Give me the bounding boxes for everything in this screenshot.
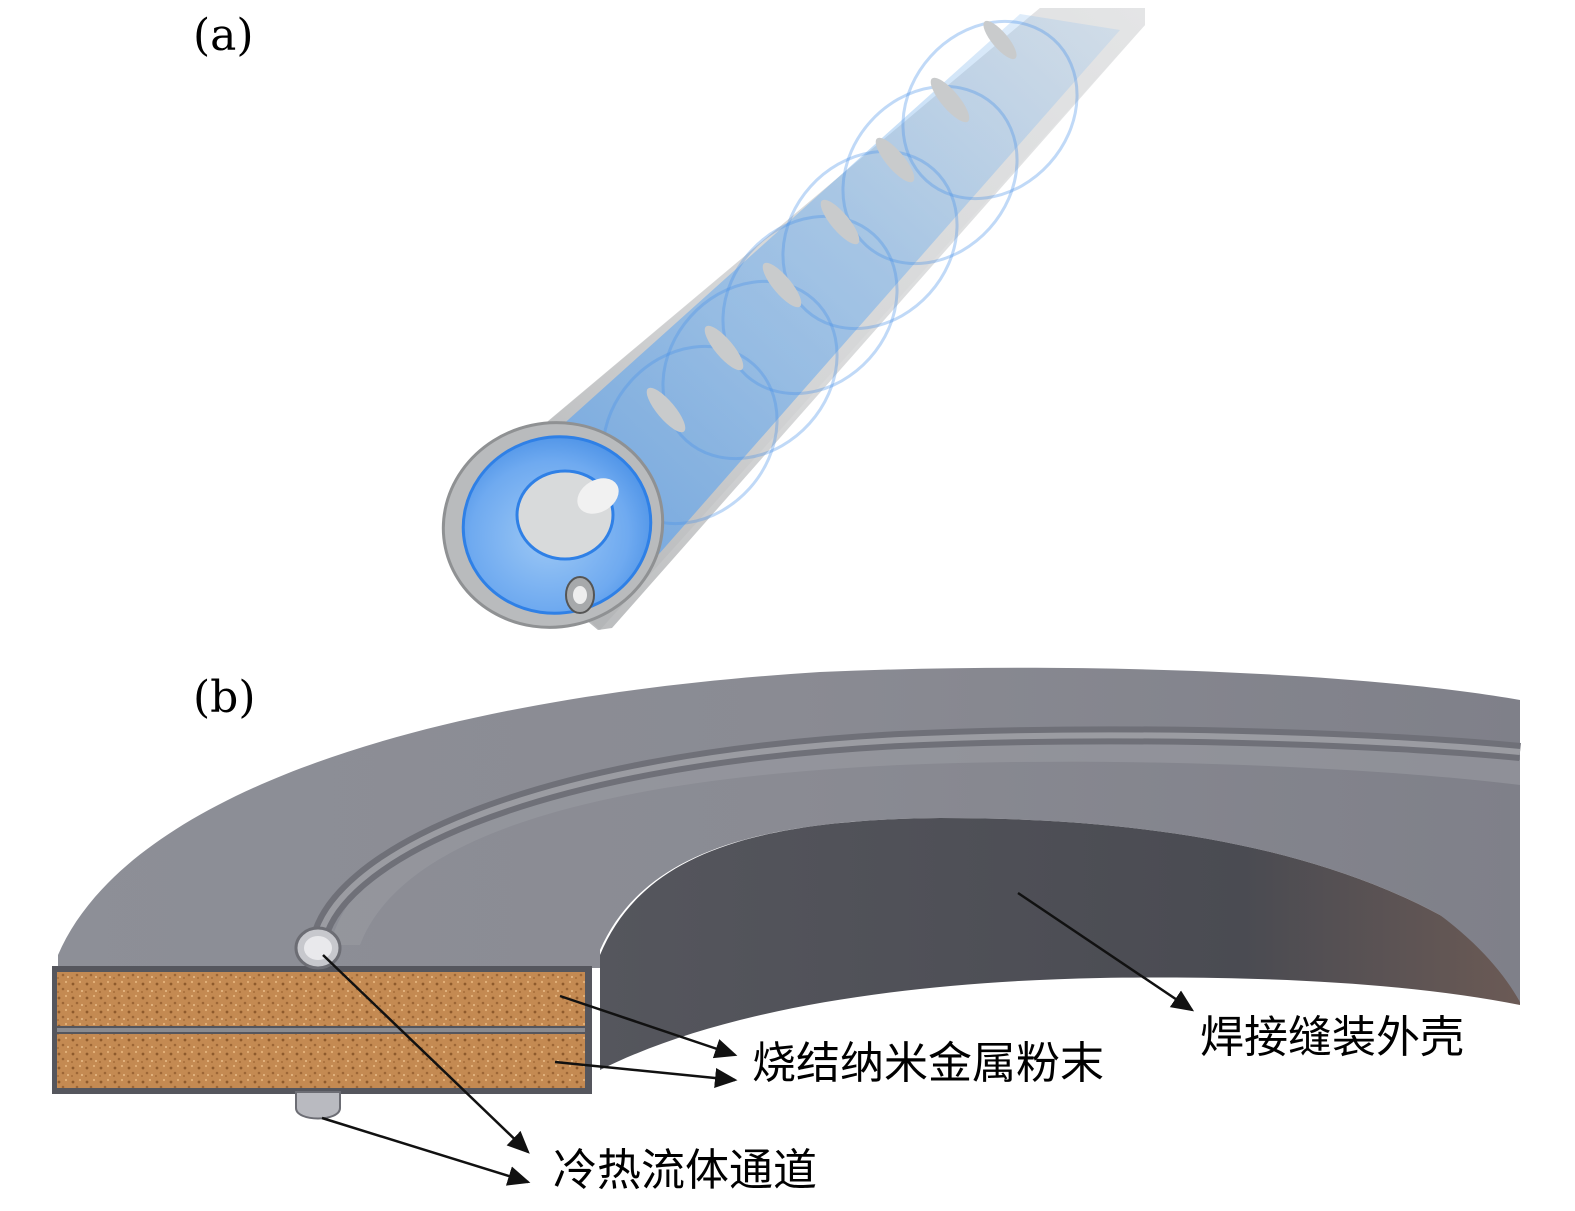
sintered-layer-top [57,972,585,1026]
label-fluid-channel: 冷热流体通道 [553,1145,817,1196]
sintered-layer-bottom [57,1034,585,1088]
panel-a: (a) [193,8,1145,630]
callout-line-welded-shell [1017,891,1195,1012]
callout-line-channel-top [322,954,530,1154]
callout-lines [321,891,1195,1186]
annular-heat-exchanger [52,667,1521,1120]
label-sintered-powder: 烧结纳米金属粉末 [752,1038,1104,1089]
heat-pipe-tube [441,8,1145,630]
label-welded-shell: 焊接缝装外壳 [1200,1012,1464,1063]
panel-label-a: (a) [193,10,254,61]
panel-label-b: (b) [193,672,256,723]
spiral-coil [601,19,1079,526]
callout-line-channel-bottom [321,1116,531,1186]
fluid-channel-bottom [295,1091,341,1120]
spiral-gaps [646,20,1017,433]
callout-line-sintered-bottom [554,1060,738,1088]
callout-line-sintered-top [559,994,738,1059]
panel-b: (b) [52,667,1521,1196]
inner-wall [600,818,1520,1070]
